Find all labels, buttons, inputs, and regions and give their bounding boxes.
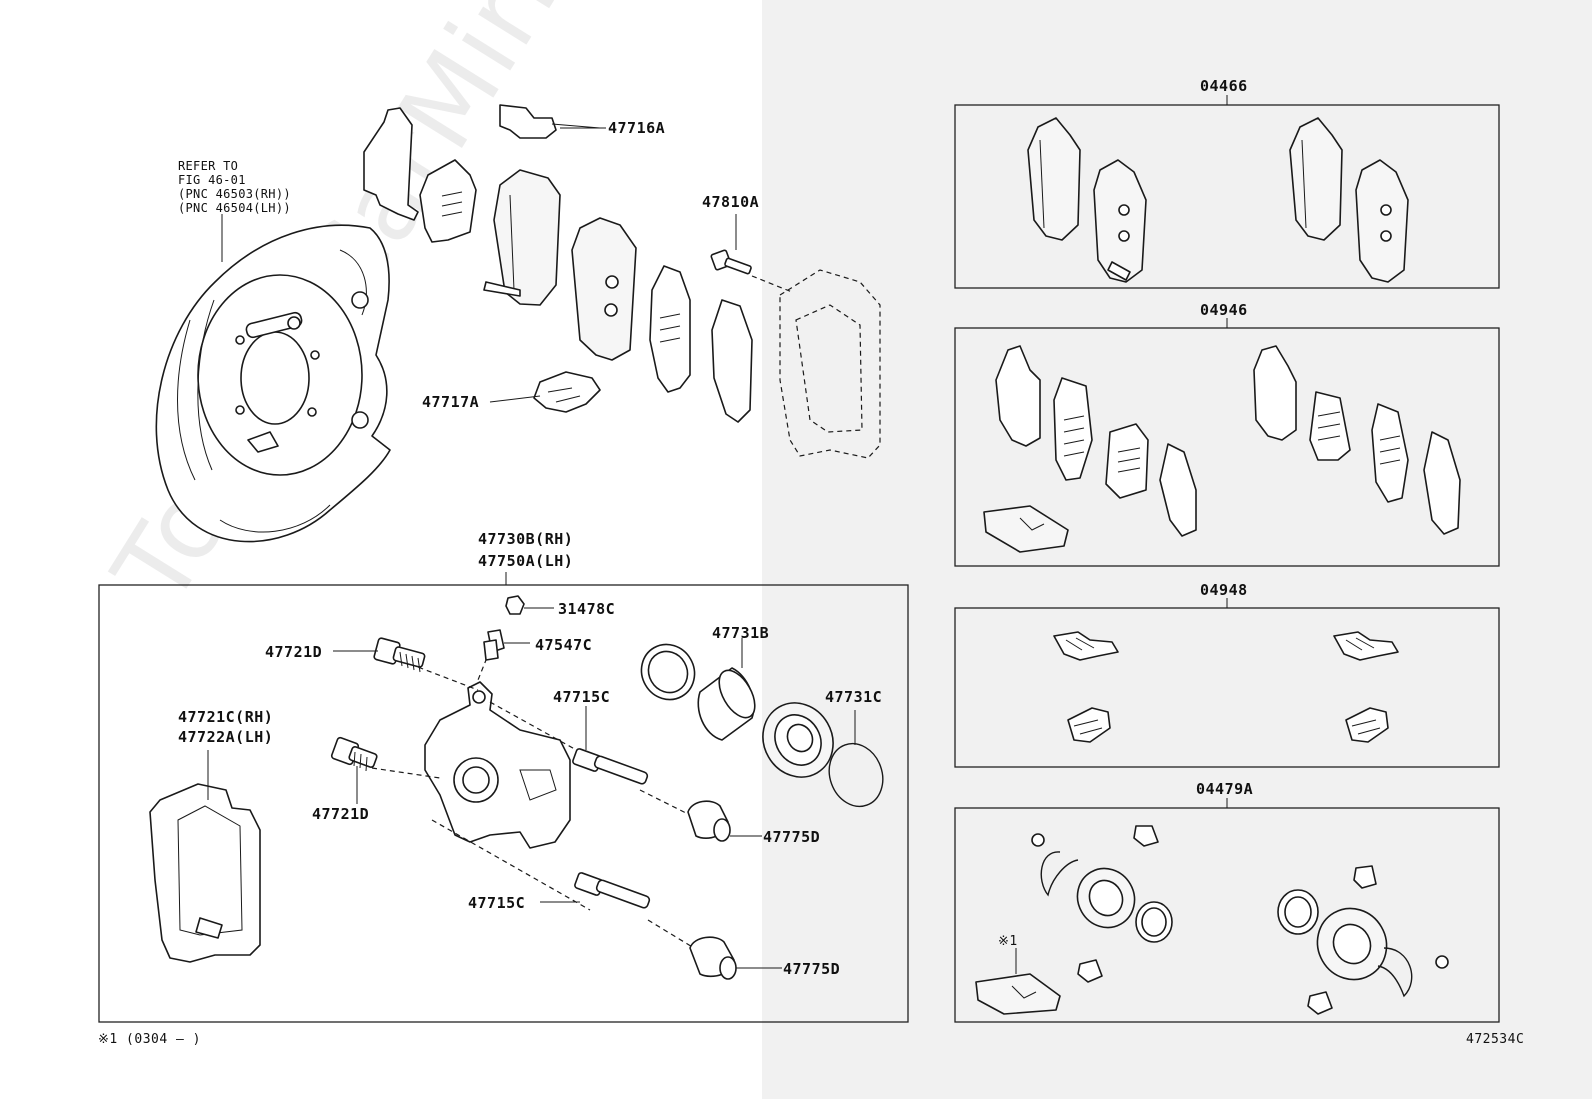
callout-47775D-bottom[interactable]: 47775D [783,960,841,978]
kit-label-04466[interactable]: 04466 [1200,77,1248,95]
callout-47717A[interactable]: 47717A [422,393,480,411]
caliper-body [424,681,571,849]
pad-wear-indicator-top [499,104,601,139]
kit-mark-label: ※1 [998,934,1018,949]
anti-squeal-shim-inner-2 [649,265,691,393]
kit-box-04948 [954,607,1500,768]
callout-31478C[interactable]: 31478C [558,600,616,618]
bolt-47810A [710,249,752,275]
diagram-right-panel [762,0,1592,1099]
callout-47715C-top[interactable]: 47715C [553,688,611,706]
slide-pin-47715C-bottom [574,872,651,909]
bolt-47721D-top [373,637,426,673]
brake-pad-inner [571,217,637,361]
bleeder-cap-31478C [505,595,525,615]
kit-04479A-seals [975,825,1449,1015]
callout-47750A[interactable]: 47750A(LH) [478,552,574,570]
callout-47547C[interactable]: 47547C [535,636,593,654]
refer-note-line2: FIG 46-01 [178,173,246,187]
piston-seal-47731B [640,643,696,701]
ring-47731C [828,742,884,808]
callout-47715C-bottom[interactable]: 47715C [468,894,526,912]
callout-47731C[interactable]: 47731C [825,688,883,706]
kit-label-04479A[interactable]: 04479A [1196,780,1254,798]
callout-47731B[interactable]: 47731B [712,624,770,642]
footnote: ※1 (0304 – ) [98,1032,201,1047]
pad-support-plate [533,371,601,413]
kit-04466-pads [1027,117,1409,283]
callout-47721C[interactable]: 47721C(RH) [178,708,274,726]
refer-note-line4: (PNC 46504(LH)) [178,201,291,215]
refer-note-line1: REFER TO [178,159,239,173]
bolt-47721D-bottom [330,736,378,772]
callout-47810A[interactable]: 47810A [702,193,760,211]
kit-label-04946[interactable]: 04946 [1200,301,1248,319]
anti-squeal-shim-outer [363,107,419,221]
callout-47721D-bottom[interactable]: 47721D [312,805,370,823]
callout-47716A[interactable]: 47716A [608,119,666,137]
slide-pin-47715C-top [572,748,649,785]
cylinder-boot [762,702,834,778]
dust-shield [155,224,391,543]
caliper-assembly-box [98,584,909,1023]
kit-04948-clips [1053,631,1399,743]
figure-code: 472534C [1466,1032,1525,1047]
bleeder-plug-47547C [483,629,505,661]
callout-47775D-top[interactable]: 47775D [763,828,821,846]
callout-47722A[interactable]: 47722A(LH) [178,728,274,746]
pin-boot-47775D-top [687,800,731,842]
callout-47730B[interactable]: 47730B(RH) [478,530,574,548]
brake-pad-outer [483,169,561,306]
kit-04946-shims [983,345,1461,553]
caliper-bracket-47721C [149,783,261,963]
anti-squeal-shim-inner [419,159,477,243]
caliper-mounting-bracket [779,269,881,459]
refer-note-line3: (PNC 46503(RH)) [178,187,291,201]
anti-squeal-shim-inner-3 [711,299,753,423]
pin-boot-47775D-bottom [689,936,737,980]
kit-label-04948[interactable]: 04948 [1200,581,1248,599]
callout-47721D-top[interactable]: 47721D [265,643,323,661]
piston-47731B [697,667,756,741]
